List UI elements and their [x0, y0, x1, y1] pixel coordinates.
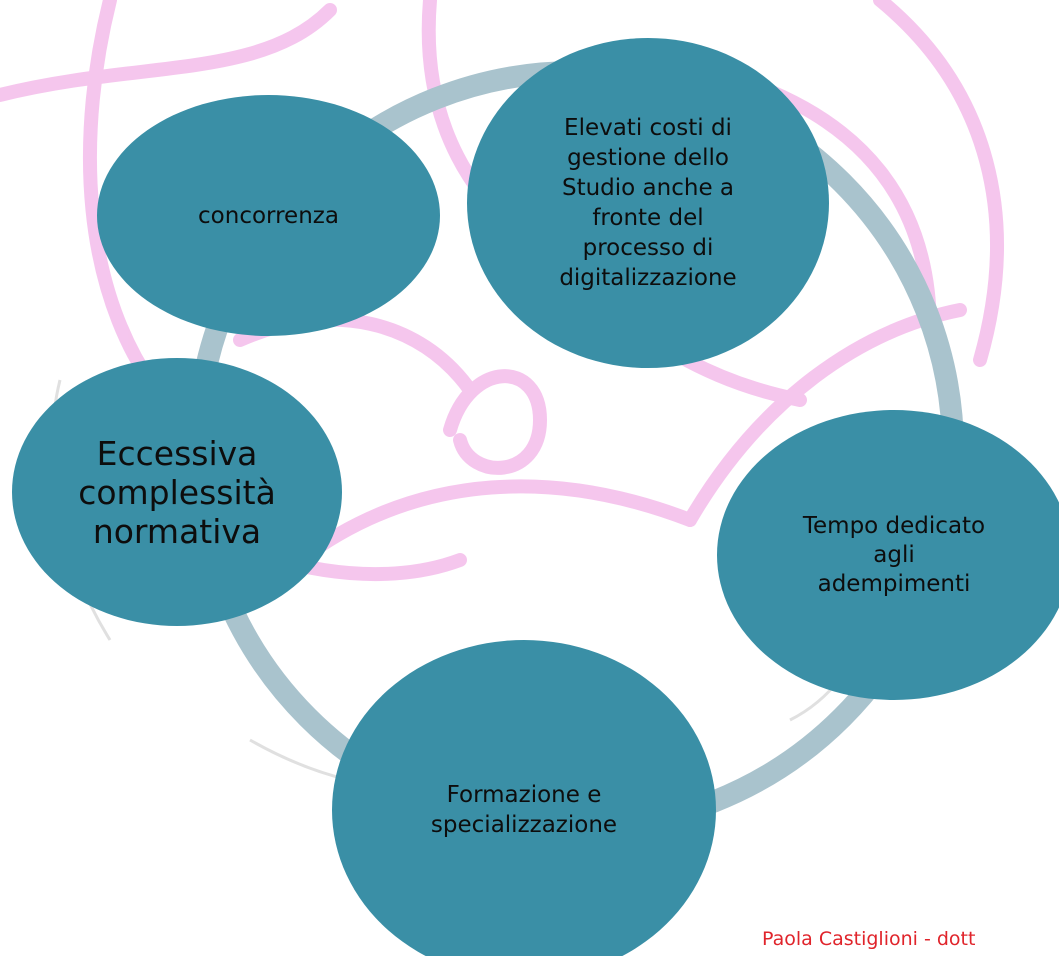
node-formazione-specializzazione-label: Formazione e specializzazione	[430, 782, 618, 838]
node-costi-gestione-label: Elevati costi di gestione dello Studio a…	[559, 115, 737, 291]
node-concorrenza: concorrenza	[97, 95, 440, 336]
node-tempo-adempimenti: Tempo dedicato agli adempimenti	[717, 410, 1059, 700]
node-complessita-normativa-label: Eccessiva complessità normativa	[78, 433, 276, 551]
node-tempo-adempimenti-label: Tempo dedicato agli adempimenti	[802, 512, 986, 597]
author-credit: Paola Castiglioni - dott	[762, 928, 976, 950]
node-costi-gestione: Elevati costi di gestione dello Studio a…	[467, 38, 829, 368]
node-formazione-specializzazione: Formazione e specializzazione	[332, 640, 716, 956]
node-complessita-normativa: Eccessiva complessità normativa	[12, 358, 342, 626]
node-concorrenza-label: concorrenza	[198, 202, 339, 229]
